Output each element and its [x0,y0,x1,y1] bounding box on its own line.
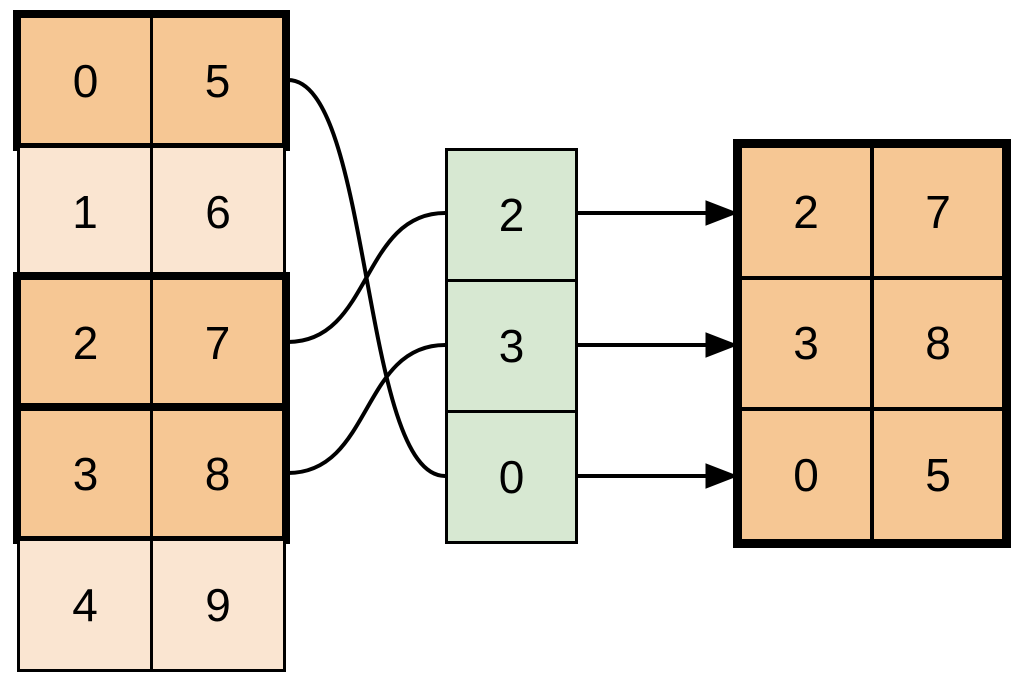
curve-source-row05-to-index-0 [287,78,446,478]
source-cell-r1c0: 1 [20,148,153,276]
result-cell-r2c1: 5 [874,411,1002,539]
cell-value: 3 [72,447,99,500]
cell-value: 0 [793,449,819,502]
index-cell-1: 3 [445,279,578,413]
cell-value: 8 [925,317,951,370]
source-cell-r0c1: 5 [153,18,282,143]
result-cell-r1c0: 3 [742,279,870,408]
result-cell-r0c0: 2 [742,148,870,276]
source-cell-r1c1: 6 [153,148,283,276]
cell-value: 2 [498,189,525,241]
curve-source-row27-to-index-2 [287,211,446,344]
cell-value: 4 [72,579,98,631]
result-cell-r2c0: 0 [742,411,870,539]
cell-value: 5 [925,449,951,502]
index-cell-2: 0 [445,410,578,544]
result-cell-r1c1: 8 [874,279,1002,408]
cell-value: 2 [72,316,99,369]
source-row-3: 3 8 [13,403,290,544]
cell-value: 0 [498,451,525,503]
source-cell-r4c0: 4 [20,541,153,669]
cell-value: 8 [204,447,231,500]
cell-value: 9 [205,579,231,631]
cell-value: 5 [204,54,231,107]
cell-value: 3 [793,317,819,370]
curve-source-row38-to-index-3 [287,343,446,475]
cell-value: 0 [72,54,99,107]
cell-value: 3 [498,320,525,372]
cell-value: 6 [205,186,231,238]
source-cell-r3c1: 8 [153,411,282,536]
source-cell-r2c0: 2 [21,280,153,405]
source-row-0: 0 5 [13,10,290,151]
result-table: 2 7 3 8 0 5 [733,139,1011,548]
source-cell-r4c1: 9 [153,541,283,669]
source-row-1: 1 6 [17,145,286,279]
cell-value: 1 [72,186,98,238]
source-row-4: 4 9 [17,538,286,672]
result-cell-r0c1: 7 [874,148,1002,276]
source-row-2: 2 7 [13,272,290,413]
cell-value: 7 [925,185,951,238]
cell-value: 7 [204,316,231,369]
index-cell-0: 2 [445,148,578,282]
source-cell-r3c0: 3 [21,411,153,536]
source-cell-r2c1: 7 [153,280,282,405]
cell-value: 2 [793,185,819,238]
source-cell-r0c0: 0 [21,18,153,143]
